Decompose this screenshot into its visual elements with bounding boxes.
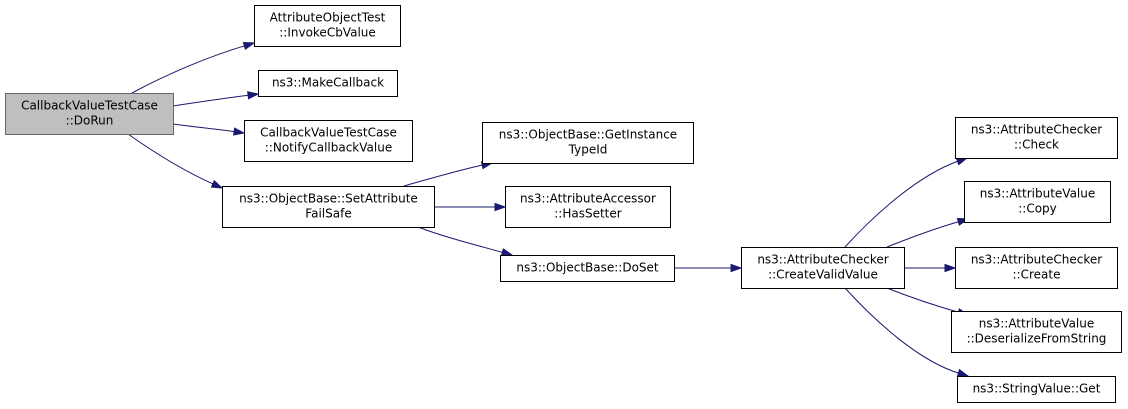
edge-line bbox=[886, 287, 960, 314]
node-label-line: ns3::AttributeChecker bbox=[971, 253, 1102, 267]
node-box bbox=[254, 5, 401, 47]
edge-root-to-invokecb bbox=[131, 41, 256, 94]
node-check[interactable]: ns3::AttributeChecker::Check bbox=[955, 117, 1118, 159]
node-label-line: ::DeserializeFromString bbox=[967, 332, 1107, 346]
node-box bbox=[500, 255, 675, 282]
node-createvalid[interactable]: ns3::AttributeChecker::CreateValidValue bbox=[741, 247, 905, 289]
node-deserialize[interactable]: ns3::AttributeValue::DeserializeFromStri… bbox=[951, 311, 1122, 353]
node-box bbox=[951, 311, 1122, 353]
node-label-line: ns3::AttributeChecker bbox=[757, 253, 888, 267]
edge-arrowhead bbox=[242, 41, 256, 51]
node-label-line: ns3::MakeCallback bbox=[272, 76, 384, 90]
node-create[interactable]: ns3::AttributeChecker::Create bbox=[955, 247, 1118, 289]
node-box bbox=[957, 376, 1116, 403]
edge-root-to-setattr bbox=[127, 133, 224, 189]
node-box bbox=[955, 117, 1118, 159]
node-box bbox=[741, 247, 905, 289]
edge-arrowhead bbox=[233, 127, 246, 136]
edge-createvalid-to-check bbox=[844, 157, 969, 248]
edge-arrowhead bbox=[210, 179, 224, 189]
node-root: CallbackValueTestCase::DoRun bbox=[5, 93, 174, 135]
node-invokecb[interactable]: AttributeObjectTest::InvokeCbValue bbox=[254, 5, 401, 47]
node-box bbox=[955, 247, 1118, 289]
node-box bbox=[222, 186, 435, 228]
edge-createvalid-to-stringget bbox=[844, 287, 970, 377]
node-box bbox=[505, 186, 671, 228]
edge-line bbox=[844, 160, 959, 248]
node-label-line: ns3::ObjectBase::SetAttribute bbox=[239, 192, 418, 206]
node-makecallback[interactable]: ns3::MakeCallback bbox=[258, 70, 398, 97]
node-copy[interactable]: ns3::AttributeValue::Copy bbox=[964, 181, 1111, 223]
node-label-line: ::CreateValidValue bbox=[768, 268, 878, 282]
node-doset[interactable]: ns3::ObjectBase::DoSet bbox=[500, 255, 675, 282]
edge-line bbox=[844, 287, 960, 374]
node-label-line: ns3::StringValue::Get bbox=[973, 382, 1101, 396]
node-label-line: FailSafe bbox=[305, 207, 351, 221]
node-label-line: CallbackValueTestCase bbox=[260, 126, 397, 140]
node-hassetter[interactable]: ns3::AttributeAccessor::HasSetter bbox=[505, 186, 671, 228]
edge-arrowhead bbox=[500, 248, 514, 257]
edge-line bbox=[172, 94, 250, 107]
node-label-line: ns3::ObjectBase::GetInstance bbox=[499, 128, 677, 142]
edge-line bbox=[172, 123, 236, 133]
node-label-line: ::DoRun bbox=[66, 114, 114, 128]
node-stringget[interactable]: ns3::StringValue::Get bbox=[957, 376, 1116, 403]
edge-root-to-notifycb bbox=[172, 123, 246, 136]
node-label-line: TypeId bbox=[568, 143, 608, 157]
node-box bbox=[258, 70, 398, 97]
node-box bbox=[964, 181, 1111, 223]
node-label-line: ns3::AttributeChecker bbox=[971, 123, 1102, 137]
edge-createvalid-to-copy bbox=[886, 217, 970, 248]
edge-doset-to-createvalid bbox=[674, 263, 743, 273]
node-box bbox=[5, 93, 174, 135]
edge-line bbox=[403, 164, 484, 187]
edge-arrowhead bbox=[494, 202, 507, 212]
node-label-line: ::NotifyCallbackValue bbox=[265, 141, 392, 155]
edge-arrowhead bbox=[247, 91, 260, 100]
node-box bbox=[482, 122, 694, 164]
edge-arrowhead bbox=[956, 368, 970, 377]
node-label-line: ::Copy bbox=[1018, 202, 1057, 216]
node-label-line: AttributeObjectTest bbox=[270, 11, 386, 25]
edge-root-to-makecallback bbox=[172, 91, 260, 107]
node-notifycb[interactable]: CallbackValueTestCase::NotifyCallbackVal… bbox=[244, 120, 413, 162]
edge-arrowhead bbox=[730, 263, 743, 273]
node-label-line: ns3::AttributeValue bbox=[980, 187, 1096, 201]
edge-line bbox=[127, 133, 214, 185]
edge-setattr-to-getinstance bbox=[403, 161, 494, 187]
nodes-layer: CallbackValueTestCase::DoRun AttributeObj… bbox=[5, 5, 1122, 403]
edge-line bbox=[417, 226, 504, 254]
node-label-line: ns3::AttributeAccessor bbox=[520, 192, 656, 206]
node-label-line: ::InvokeCbValue bbox=[279, 26, 376, 40]
node-label-line: CallbackValueTestCase bbox=[21, 99, 158, 113]
node-label-line: ::Check bbox=[1014, 138, 1059, 152]
edge-createvalid-to-create bbox=[904, 263, 957, 273]
node-label-line: ::Create bbox=[1013, 268, 1061, 282]
edge-setattr-to-doset bbox=[417, 226, 514, 257]
edge-line bbox=[131, 45, 246, 94]
edge-setattr-to-hassetter bbox=[433, 202, 507, 212]
node-box bbox=[244, 120, 413, 162]
node-label-line: ::HasSetter bbox=[554, 207, 622, 221]
node-label-line: ns3::ObjectBase::DoSet bbox=[516, 261, 659, 275]
edge-line bbox=[886, 220, 960, 248]
node-label-line: ns3::AttributeValue bbox=[979, 317, 1095, 331]
edge-arrowhead bbox=[944, 263, 957, 273]
